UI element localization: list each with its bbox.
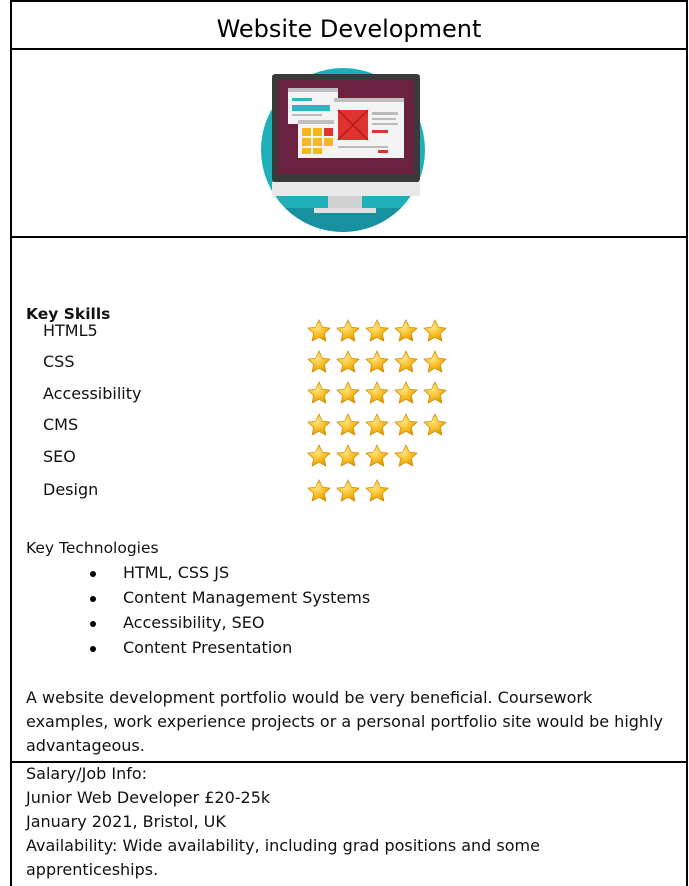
portfolio-note: A website development portfolio would be…: [26, 688, 663, 755]
star-icon: [393, 443, 419, 469]
star-icon: [422, 412, 448, 438]
star-icon: [422, 318, 448, 344]
salary-date-location: January 2021, Bristol, UK: [26, 812, 226, 831]
bullet-icon: [90, 596, 96, 602]
top-border: [10, 0, 688, 2]
technology-label: HTML, CSS JS: [123, 563, 230, 582]
skill-rating: [306, 478, 451, 504]
star-icon: [393, 349, 419, 375]
skill-rating: [306, 318, 451, 344]
star-icon: [335, 349, 361, 375]
skill-rating: [306, 349, 451, 375]
star-icon: [364, 478, 390, 504]
bullet-icon: [90, 571, 96, 577]
star-icon: [335, 380, 361, 406]
star-icon: [306, 478, 332, 504]
technology-label: Accessibility, SEO: [123, 613, 265, 632]
star-icon: [306, 380, 332, 406]
star-icon: [422, 349, 448, 375]
star-icon: [335, 443, 361, 469]
star-icon: [364, 349, 390, 375]
salary-role: Junior Web Developer £20-25k: [26, 788, 271, 807]
star-icon: [306, 412, 332, 438]
salary-divider: [10, 761, 688, 763]
skill-rating: [306, 412, 451, 438]
key-technologies-heading: Key Technologies: [26, 539, 159, 557]
skill-rating: [306, 443, 451, 469]
skill-label: Accessibility: [43, 384, 142, 403]
skill-rating: [306, 380, 451, 406]
star-icon: [393, 318, 419, 344]
key-skills-heading: Key Skills: [26, 305, 111, 323]
bullet-icon: [90, 646, 96, 652]
star-icon: [335, 478, 361, 504]
title-divider: [10, 48, 688, 50]
technology-label: Content Management Systems: [123, 588, 371, 607]
job-card-frame: [10, 0, 688, 886]
star-icon: [364, 412, 390, 438]
skill-label: CSS: [43, 352, 75, 371]
star-icon: [335, 318, 361, 344]
bullet-icon: [90, 621, 96, 627]
star-icon: [364, 318, 390, 344]
star-icon: [306, 318, 332, 344]
star-icon: [393, 412, 419, 438]
website-development-illustration: [261, 68, 425, 232]
skill-label: Design: [43, 480, 99, 499]
salary-availability: Availability: Wide availability, includi…: [26, 836, 540, 879]
star-icon: [306, 443, 332, 469]
page-title: Website Development: [216, 15, 482, 43]
skill-label: SEO: [43, 447, 76, 466]
image-divider: [10, 236, 688, 238]
star-icon: [335, 412, 361, 438]
star-icon: [364, 380, 390, 406]
salary-heading: Salary/Job Info:: [26, 764, 148, 783]
star-icon: [422, 380, 448, 406]
skill-label: HTML5: [43, 321, 98, 340]
star-icon: [364, 443, 390, 469]
technology-label: Content Presentation: [123, 638, 293, 657]
star-icon: [393, 380, 419, 406]
skill-label: CMS: [43, 415, 79, 434]
star-icon: [306, 349, 332, 375]
